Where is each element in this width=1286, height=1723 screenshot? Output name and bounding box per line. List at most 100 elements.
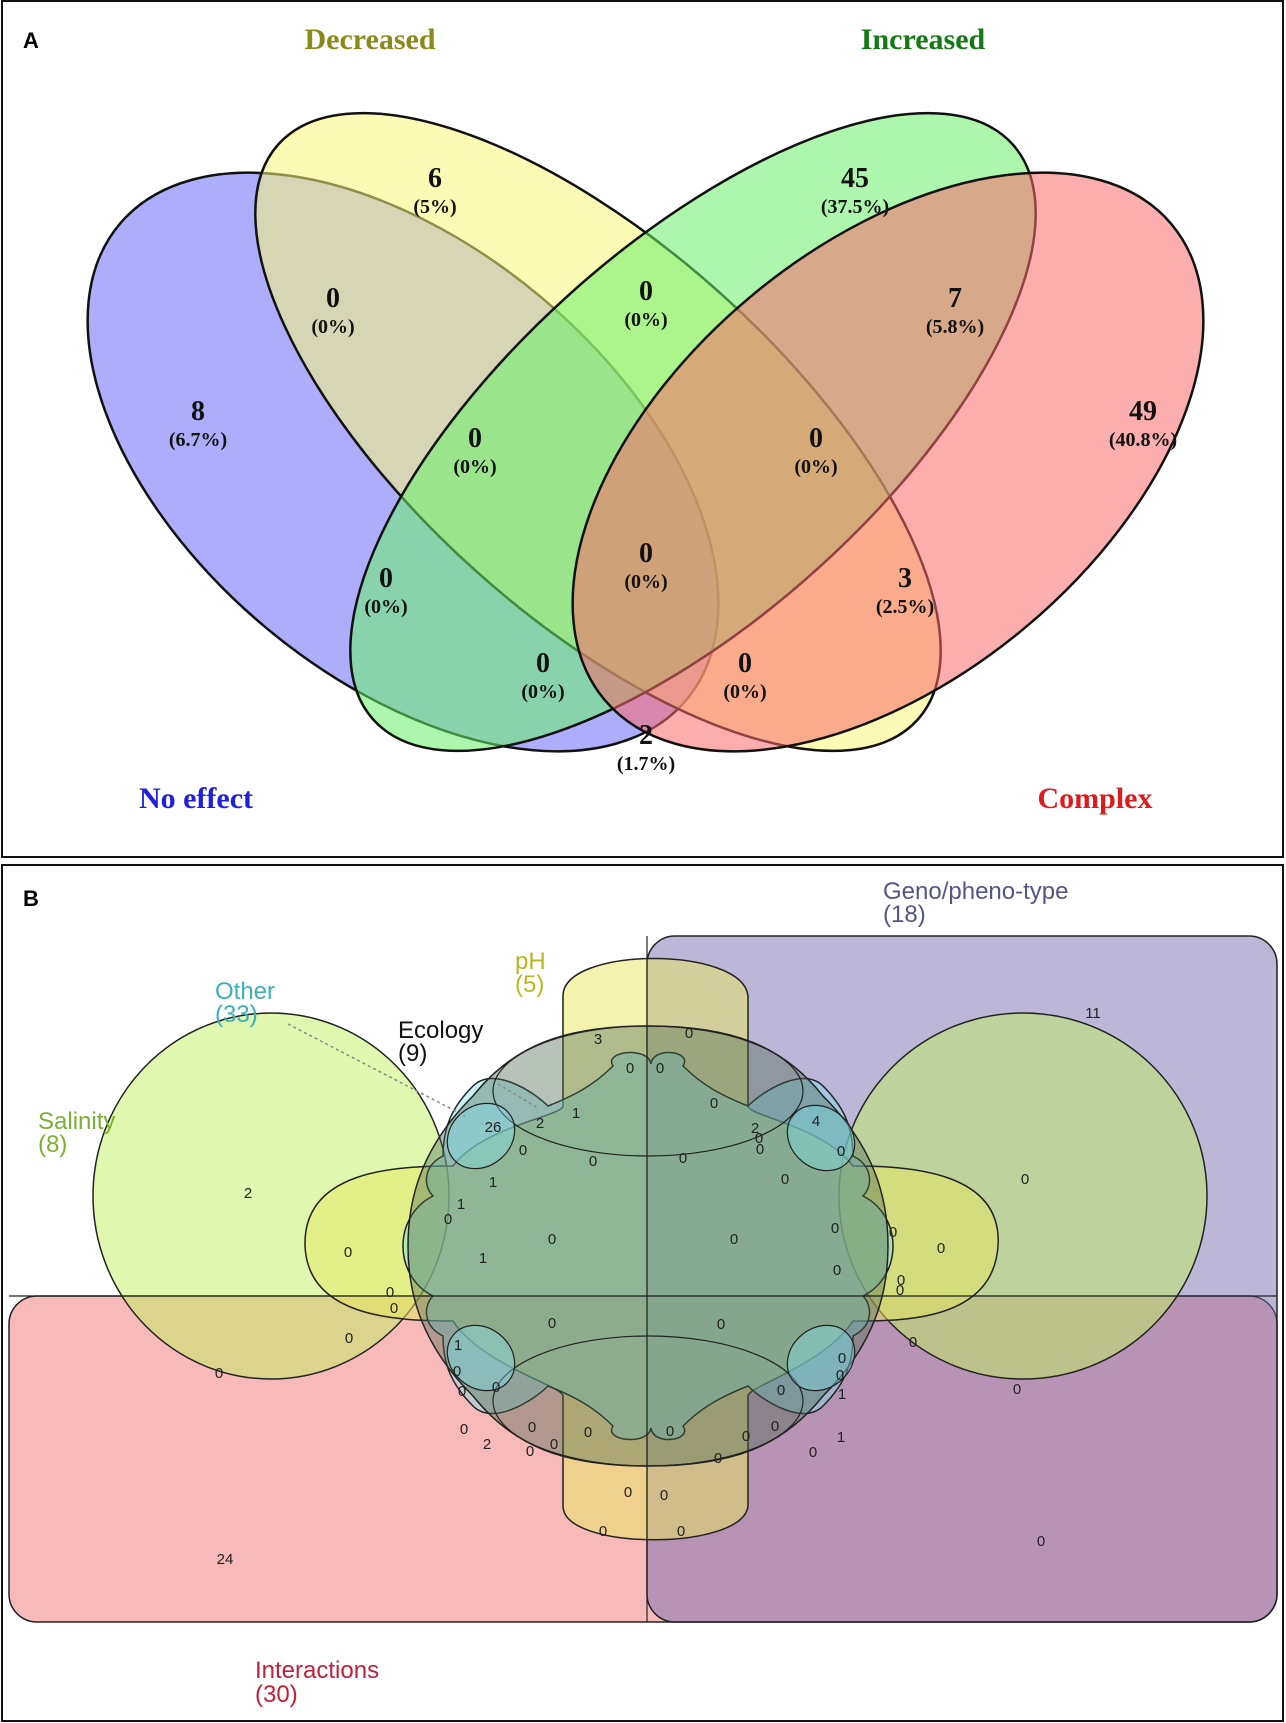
region-percent-no_effect_complex: (1.7%)	[617, 753, 675, 775]
region-count: 0	[492, 1379, 500, 1396]
region-count: 0	[677, 1523, 685, 1540]
region-count: 1	[457, 1196, 465, 1213]
region-count: 0	[215, 1365, 223, 1382]
region-percent-decreased_complex: (2.5%)	[876, 596, 934, 618]
region-count-decreased_complex: 3	[898, 563, 912, 594]
region-count: 0	[519, 1142, 527, 1159]
venn-ellipses	[86, 111, 1205, 753]
region-count-no_effect_decreased_complex: 0	[738, 648, 752, 679]
geno-pheno-type-label: Geno/pheno-type	[883, 878, 1068, 905]
venn-region-labels: 6(5%)45(37.5%)0(0%)0(0%)7(5.8%)8(6.7%)0(…	[169, 163, 1177, 775]
region-count: 0	[897, 1272, 905, 1289]
decreased-set-label: Decreased	[304, 23, 435, 56]
region-count: 0	[771, 1418, 779, 1435]
increased-set-label: Increased	[861, 23, 986, 56]
panel-b-venn-diagram: B	[8, 878, 1278, 1708]
region-percent-no_effect_only: (6.7%)	[169, 429, 227, 451]
region-count: 0	[777, 1382, 785, 1399]
other-lobe-top-left	[446, 1102, 516, 1170]
region-percent-decreased_increased: (0%)	[624, 309, 667, 331]
interactions-size: (30)	[255, 1681, 298, 1708]
panel-a-venn-diagram: A Decreased Increased No effect Complex …	[23, 23, 1205, 815]
other-size: (33)	[215, 1001, 258, 1028]
region-count: 0	[838, 1350, 846, 1367]
ecology-leader-line	[497, 1083, 539, 1109]
region-count: 0	[679, 1150, 687, 1167]
region-count: 0	[685, 1025, 693, 1042]
salinity-label: Salinity	[38, 1108, 115, 1135]
region-count: 0	[390, 1300, 398, 1317]
region-count: 0	[937, 1240, 945, 1257]
ecology-size: (9)	[398, 1040, 427, 1067]
region-count: 0	[624, 1484, 632, 1501]
region-count: 0	[909, 1334, 917, 1351]
region-count: 0	[460, 1421, 468, 1438]
ecology-lobe-bottom	[492, 1335, 804, 1467]
ecology-lobe-top	[492, 1025, 804, 1157]
set-labels: Geno/pheno-type (18) pH (5) Other (33) E…	[38, 878, 1068, 1708]
region-percent-no_effect_decreased_increased: (0%)	[453, 456, 496, 478]
region-count-decreased_increased: 0	[639, 276, 653, 307]
region-count: 0	[656, 1060, 664, 1077]
region-count: 0	[548, 1231, 556, 1248]
salinity-size: (8)	[38, 1131, 67, 1158]
region-count: 0	[710, 1095, 718, 1112]
region-count: 0	[660, 1487, 668, 1504]
region-count-no_effect_increased_complex: 0	[536, 648, 550, 679]
region-count: 0	[889, 1224, 897, 1241]
region-percent-no_effect_decreased_complex: (0%)	[723, 681, 766, 703]
ph-label: pH	[515, 948, 546, 975]
region-count: 2	[244, 1185, 252, 1202]
region-count-increased_only: 45	[841, 163, 869, 194]
other-label: Other	[215, 978, 275, 1005]
region-count: 0	[717, 1316, 725, 1333]
region-count: 0	[453, 1363, 461, 1380]
region-count-decreased_increased_complex: 0	[809, 423, 823, 454]
venn-shapes	[8, 935, 1278, 1623]
region-count: 0	[809, 1444, 817, 1461]
ph-size: (5)	[515, 971, 544, 998]
region-count-decreased_only: 6	[428, 163, 442, 194]
region-count-increased_complex: 7	[948, 283, 962, 314]
region-count: 0	[528, 1419, 536, 1436]
no-effect-set-label: No effect	[139, 782, 253, 815]
region-count: 0	[599, 1523, 607, 1540]
ecology-label: Ecology	[398, 1017, 483, 1044]
region-count: 2	[483, 1436, 491, 1453]
region-percent-no_effect_increased_complex: (0%)	[521, 681, 564, 703]
region-count: 0	[831, 1220, 839, 1237]
region-count: 1	[837, 1429, 845, 1446]
region-count: 1	[454, 1337, 462, 1354]
region-count-no_effect_complex: 2	[639, 720, 653, 751]
other-lobe-bottom-left	[446, 1324, 516, 1392]
interactions-label: Interactions	[255, 1657, 379, 1684]
ph-set-shape	[304, 957, 999, 1541]
region-count: 24	[217, 1551, 234, 1568]
region-count: 0	[386, 1284, 394, 1301]
geno-pheno-type-size: (18)	[883, 901, 926, 928]
region-count: 2	[751, 1120, 759, 1137]
region-count: 0	[626, 1060, 634, 1077]
region-count: 0	[896, 1282, 904, 1299]
region-count: 0	[666, 1423, 674, 1440]
region-count: 4	[812, 1113, 820, 1130]
region-count: 0	[589, 1153, 597, 1170]
region-count: 0	[1037, 1533, 1045, 1550]
region-count: 0	[755, 1130, 763, 1147]
region-count: 0	[345, 1330, 353, 1347]
region-count: 0	[730, 1231, 738, 1248]
region-count-all_four: 0	[639, 538, 653, 569]
panel-a: A Decreased Increased No effect Complex …	[1, 0, 1284, 858]
region-percent-no_effect_increased: (0%)	[364, 596, 407, 618]
region-count: 0	[781, 1171, 789, 1188]
region-count: 0	[344, 1244, 352, 1261]
region-count: 2	[536, 1115, 544, 1132]
ecology-set-shape	[407, 1025, 889, 1467]
region-count-no_effect_decreased_increased: 0	[468, 423, 482, 454]
region-count: 26	[485, 1119, 502, 1136]
region-count: 1	[479, 1250, 487, 1267]
region-count: 0	[444, 1211, 452, 1228]
region-count: 0	[714, 1450, 722, 1467]
panel-b-letter: B	[23, 886, 39, 911]
